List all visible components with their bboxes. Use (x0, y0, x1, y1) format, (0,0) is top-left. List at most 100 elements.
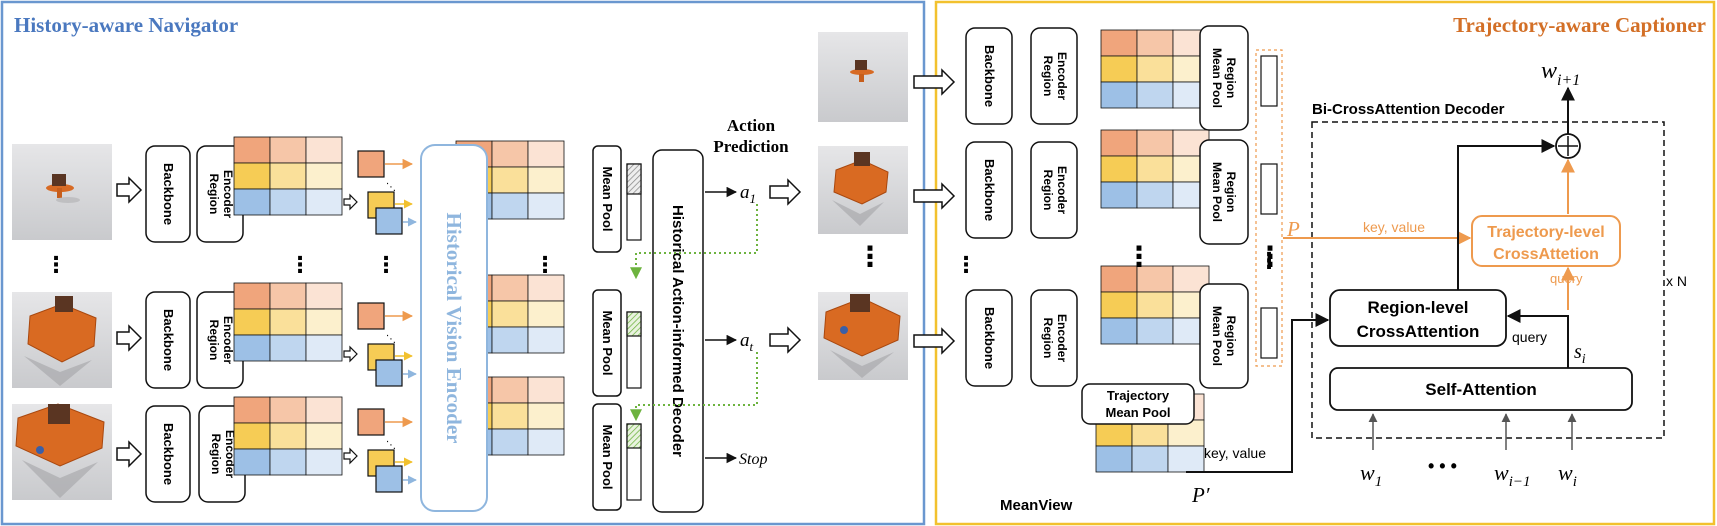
region-mean-pool-box (1199, 283, 1249, 389)
grid-cell (1167, 445, 1205, 473)
grid-cell (527, 326, 565, 354)
grid-cell (1136, 129, 1174, 157)
key-value-label-black: key, value (1204, 445, 1266, 461)
si-to-region-cross (1506, 309, 1569, 368)
grid-cell (233, 396, 271, 424)
grid-cell (233, 448, 271, 476)
w-next-label: wi+1 (1541, 58, 1580, 89)
mid-image-3 (818, 292, 908, 380)
region-encoder-label-1: Region (1041, 318, 1055, 359)
region-mean-pool-label-1: Region (1224, 58, 1238, 99)
xn-label: x N (1666, 273, 1687, 289)
grid-cell (269, 422, 307, 450)
w1-label: w1 (1360, 460, 1382, 490)
mean-pool-label: Mean Pool (600, 310, 615, 375)
nav-mean-pools: Mean Pool Mean Pool Mean Pool (592, 145, 622, 511)
grid-cell (491, 192, 529, 220)
grid-cell (1100, 291, 1138, 319)
grid-cell (305, 334, 343, 362)
p-prime-to-region-cross (1186, 313, 1330, 473)
nav-image-2 (12, 292, 112, 388)
backbone-box (145, 405, 191, 503)
grid-cell (1100, 155, 1138, 183)
navigator-panel (0, 0, 926, 526)
grid-cell (269, 334, 307, 362)
grid-cell (1136, 181, 1174, 209)
backbone-box (145, 291, 191, 389)
mean-pool-label: Mean Pool (600, 424, 615, 489)
grid-cell (305, 396, 343, 424)
query-label-orange: query (1550, 271, 1583, 286)
ellipsis: ⋮ (1256, 241, 1284, 272)
w-prev-label: wi−1 (1494, 460, 1530, 490)
mean-pool-box (592, 403, 622, 511)
grid-cell (305, 136, 343, 164)
grid-cell (1100, 29, 1138, 57)
region-mean-pool-label-2: Mean Pool (1210, 162, 1224, 222)
navigator-title: History-aware Navigator (14, 13, 238, 37)
ellipsis: ⋮ (375, 252, 397, 277)
action-decoder-box (652, 149, 704, 513)
grid-cell (491, 376, 529, 404)
ellipsis: ⋮ (955, 252, 977, 277)
grid-cell (527, 140, 565, 168)
region-encoder-label-2: Encoder (223, 430, 237, 478)
grid-cell (233, 282, 271, 310)
action-at: at (740, 330, 754, 354)
key-value-label-orange: key, value (1363, 219, 1425, 235)
grid-cell (233, 136, 271, 164)
grid-cell (233, 188, 271, 216)
backbone-box (965, 141, 1013, 239)
mean-pool-label: Mean Pool (600, 166, 615, 231)
nav-row-3: Backbone Region Encoder (145, 405, 246, 503)
grid-cell (491, 402, 529, 430)
grid-cell (269, 136, 307, 164)
nav-image-1 (12, 144, 112, 240)
token-stack-2: ⋱ (357, 302, 417, 387)
region-encoder-box (1030, 141, 1078, 239)
grid-cell (305, 448, 343, 476)
region-encoder-label-2: Encoder (1055, 314, 1069, 362)
grid-cell (305, 282, 343, 310)
mean-pool-box (592, 289, 622, 397)
historical-vision-encoder-box (420, 144, 488, 512)
grid-cell (1131, 445, 1169, 473)
nav-images-ellipsis: ⋮ (45, 252, 67, 277)
action-prediction-label-1: Action (727, 116, 776, 135)
backbone-box (965, 27, 1013, 125)
feature-grid (1100, 129, 1210, 209)
action-prediction-label-2: Prediction (713, 137, 789, 156)
feedback-at (630, 352, 758, 422)
ellipsis: ⋮ (856, 241, 884, 272)
grid-cell (527, 428, 565, 456)
small-hollow-arrows (343, 193, 358, 465)
region-mean-pool-box (1199, 139, 1249, 245)
grid-cell (1136, 155, 1174, 183)
cap-row-3: Backbone Region Encoder Region Mean Pool (965, 283, 1249, 389)
backbone-label: Backbone (161, 309, 176, 371)
grid-cell (269, 308, 307, 336)
grid-cell (305, 162, 343, 190)
grid-cell (1136, 265, 1174, 293)
ellipsis: ⋮ (534, 252, 556, 277)
grid-cell (269, 282, 307, 310)
grid-cell (527, 192, 565, 220)
nav-row-1: Backbone Region Encoder (145, 145, 244, 243)
feature-grid (233, 282, 343, 362)
region-mean-pool-label-1: Region (1224, 172, 1238, 213)
grid-cell (269, 396, 307, 424)
region-cross-label-1: Region-level (1367, 298, 1468, 317)
grid-cell (491, 274, 529, 302)
region-encoder-label-1: Region (1041, 56, 1055, 97)
region-encoder-box (1030, 289, 1078, 387)
region-encoder-label-1: Region (207, 174, 221, 215)
grid-cell (233, 308, 271, 336)
mid-image-2 (818, 146, 908, 234)
backbone-label: Backbone (161, 163, 176, 225)
grid-cell (527, 274, 565, 302)
grid-cell (305, 422, 343, 450)
hollow-arrows-actions (769, 178, 802, 354)
region-encoder-label-2: Encoder (221, 316, 235, 364)
backbone-label: Backbone (982, 45, 997, 107)
grid-cell (269, 162, 307, 190)
